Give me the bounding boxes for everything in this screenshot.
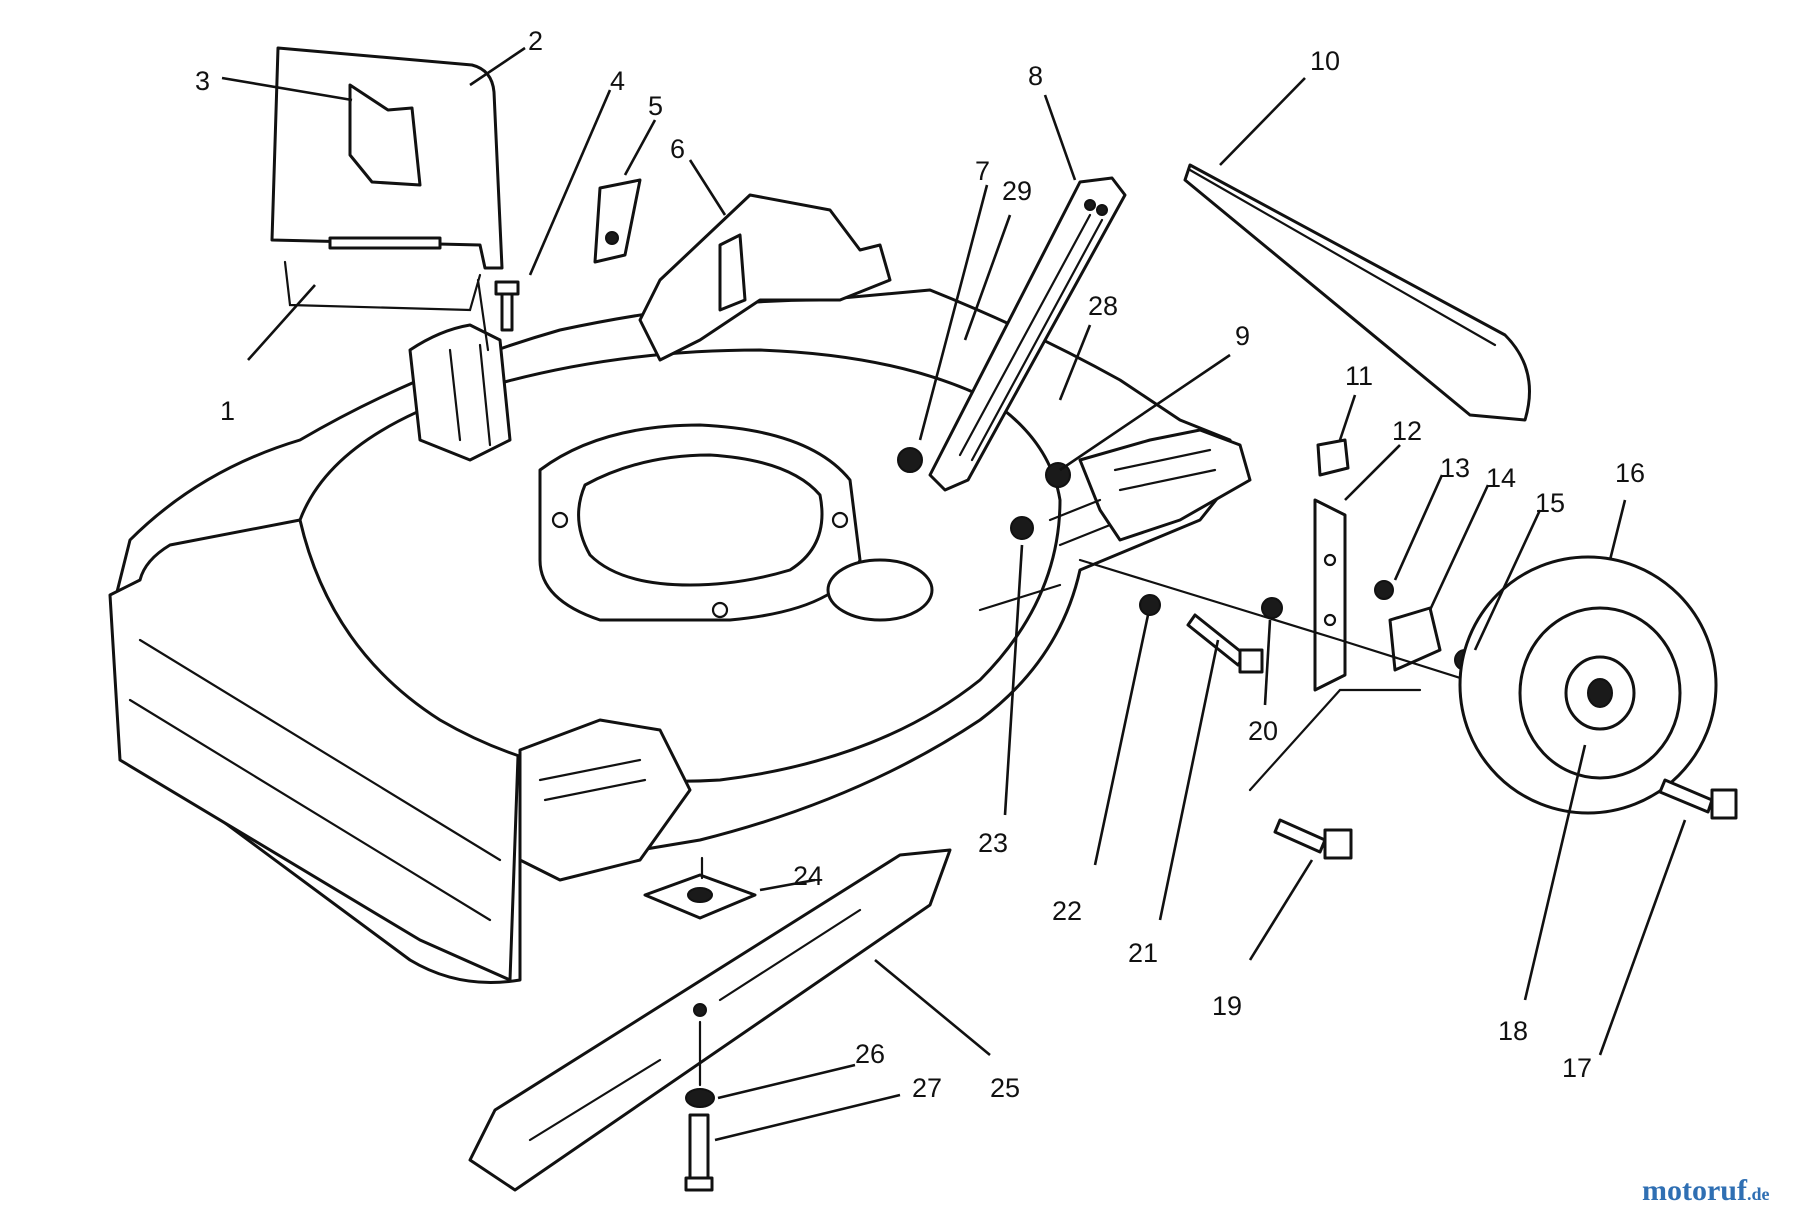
washer-22 xyxy=(1139,594,1161,616)
callout-3: 3 xyxy=(195,66,210,96)
bolt-17 xyxy=(1658,778,1738,820)
callout-26: 26 xyxy=(855,1039,885,1069)
callout-13: 13 xyxy=(1440,453,1470,483)
nut-23 xyxy=(1010,516,1034,540)
svg-text:motoruf.de: motoruf.de xyxy=(1642,1174,1769,1207)
callout-15: 15 xyxy=(1535,488,1565,518)
watermark-brand: motoruf xyxy=(1642,1174,1748,1207)
nut-9 xyxy=(1045,462,1071,488)
washer-26 xyxy=(685,1088,715,1108)
blade-adapter-24 xyxy=(643,856,757,920)
callout-20: 20 xyxy=(1248,716,1278,746)
callout-14: 14 xyxy=(1486,463,1516,493)
bolt-4 xyxy=(494,280,520,332)
nut-13 xyxy=(1374,580,1394,600)
callout-8: 8 xyxy=(1028,61,1043,91)
callout-9: 9 xyxy=(1235,321,1250,351)
callout-18: 18 xyxy=(1498,1016,1528,1046)
callout-11: 11 xyxy=(1345,361,1373,391)
bracket-5 xyxy=(593,178,642,264)
mower-deck-housing xyxy=(108,193,1252,984)
callout-21: 21 xyxy=(1128,938,1158,968)
bracket-14 xyxy=(1388,606,1442,672)
blade-25 xyxy=(468,848,952,1192)
bolt-21 xyxy=(1186,613,1264,674)
callout-4: 4 xyxy=(610,66,625,96)
watermark-suffix: .de xyxy=(1747,1184,1770,1204)
callout-28: 28 xyxy=(1088,291,1118,321)
callout-2: 2 xyxy=(528,26,543,56)
wheel-16 xyxy=(1458,555,1718,815)
hinge-rod xyxy=(283,260,490,352)
callout-1: 1 xyxy=(220,396,235,426)
callout-27: 27 xyxy=(912,1073,942,1103)
rear-flap xyxy=(270,46,504,270)
watermark: motoruf.de xyxy=(1642,1174,1769,1207)
rear-deflector-10 xyxy=(1183,163,1531,422)
bolt-27 xyxy=(684,1113,714,1192)
callout-25: 25 xyxy=(990,1073,1020,1103)
callout-23: 23 xyxy=(978,828,1008,858)
clip-11 xyxy=(1316,438,1350,477)
callout-22: 22 xyxy=(1052,896,1082,926)
callout-12: 12 xyxy=(1392,416,1422,446)
bolt-19 xyxy=(1248,688,1422,860)
callout-24: 24 xyxy=(793,861,823,891)
callout-29: 29 xyxy=(1002,176,1032,206)
callout-5: 5 xyxy=(648,91,663,121)
callout-6: 6 xyxy=(670,134,685,164)
callout-7: 7 xyxy=(975,156,990,186)
leader-lines xyxy=(221,46,1687,1142)
callout-labels: 1 2 3 4 5 6 7 8 9 10 11 12 13 14 15 16 1… xyxy=(195,26,1645,1103)
callout-10: 10 xyxy=(1310,46,1340,76)
handle-bracket-8 xyxy=(928,176,1127,492)
washer-20 xyxy=(1261,597,1283,619)
wheel-plate-12 xyxy=(1313,498,1347,692)
nut-7 xyxy=(897,447,923,473)
callout-19: 19 xyxy=(1212,991,1242,1021)
callout-16: 16 xyxy=(1615,458,1645,488)
callout-17: 17 xyxy=(1562,1053,1592,1083)
